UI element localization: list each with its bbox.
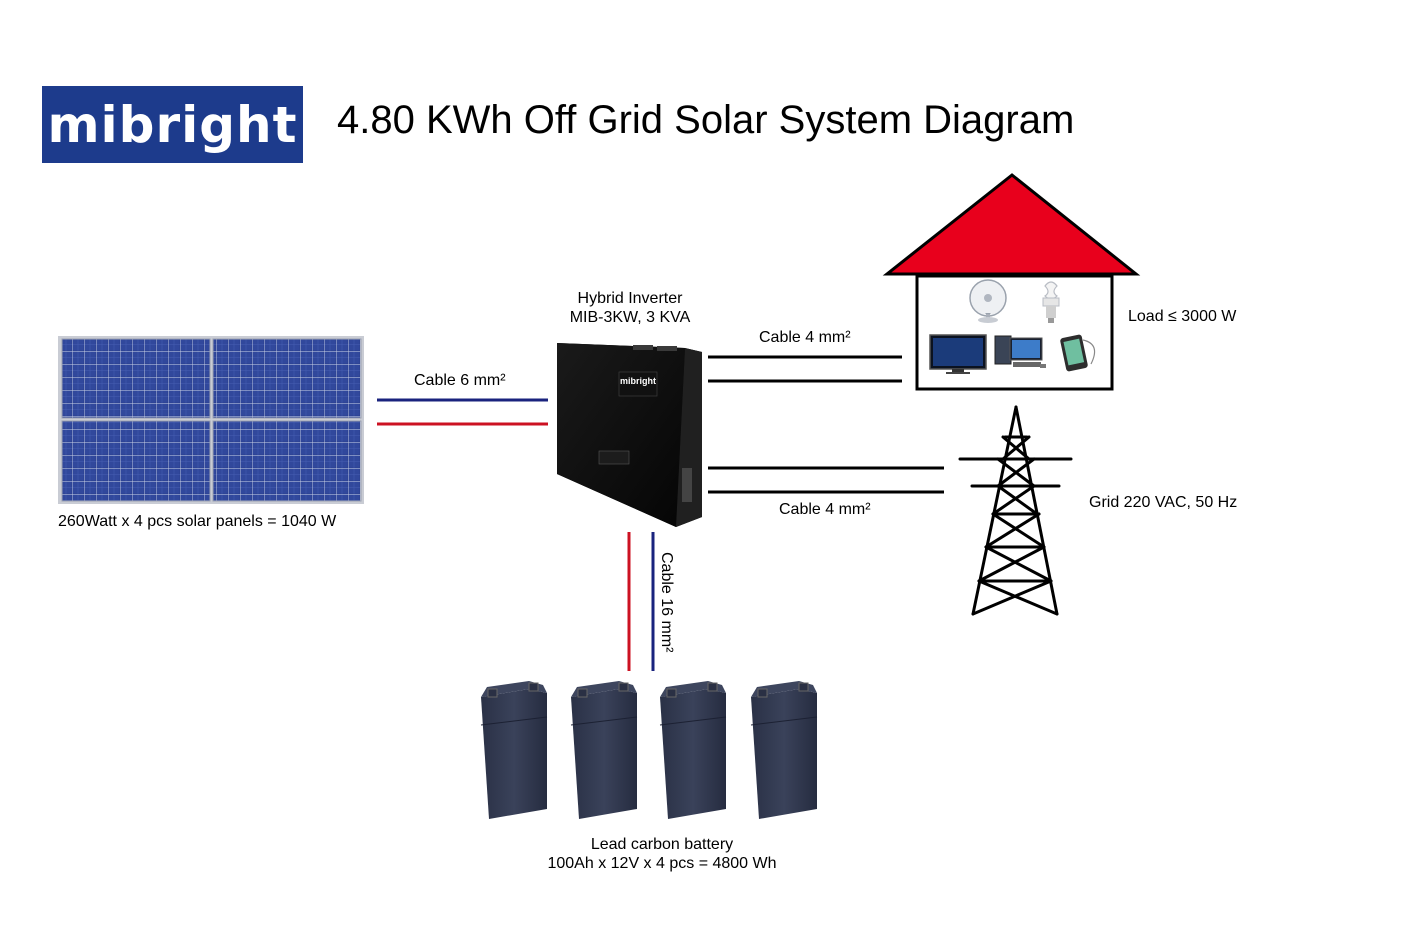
battery-label-line1: Lead carbon battery [590, 836, 734, 853]
inverter-label-line1: Hybrid Inverter [577, 290, 683, 307]
solar-panel [212, 338, 362, 419]
battery-icon [659, 681, 727, 819]
inverter-label-line2: MIB-3KW, 3 KVA [569, 309, 691, 326]
solar-panels-caption: 260Watt x 4 pcs solar panels = 1040 W [58, 513, 337, 530]
battery-label: Lead carbon battery 100Ah x 12V x 4 pcs … [520, 835, 804, 873]
tv-icon [929, 334, 987, 374]
brand-logo: mibright [42, 86, 303, 163]
bulb-icon [1042, 281, 1060, 323]
battery-icon [570, 681, 638, 819]
solar-panel [212, 420, 362, 502]
grid-label: Grid 220 VAC, 50 Hz [1089, 494, 1238, 511]
hybrid-inverter [557, 343, 702, 527]
phone-icon [1060, 334, 1096, 372]
house-icon [882, 173, 1141, 391]
grid-cable-label: Cable 4 mm² [779, 501, 871, 518]
solar-panel [61, 420, 211, 502]
battery-cable-label: Cable 16 mm² [658, 552, 675, 653]
battery-label-line2: 100Ah x 12V x 4 pcs = 4800 Wh [547, 855, 777, 872]
load-label: Load ≤ 3000 W [1128, 308, 1237, 325]
inverter-label: Hybrid Inverter MIB-3KW, 3 KVA [550, 289, 710, 327]
inverter-brand-label: mibright [620, 376, 656, 386]
battery-icon [480, 681, 548, 819]
computer-icon [994, 335, 1046, 368]
battery-icon [750, 681, 818, 819]
load-cable-label: Cable 4 mm² [759, 329, 851, 346]
fan-icon [969, 279, 1007, 323]
transmission-tower-icon [958, 405, 1073, 616]
solar-cable-label: Cable 6 mm² [414, 372, 506, 389]
logo-text: mibright [47, 95, 298, 154]
solar-panel-array [58, 336, 364, 504]
page-title: 4.80 KWh Off Grid Solar System Diagram [337, 98, 1075, 142]
solar-panel [61, 338, 211, 419]
